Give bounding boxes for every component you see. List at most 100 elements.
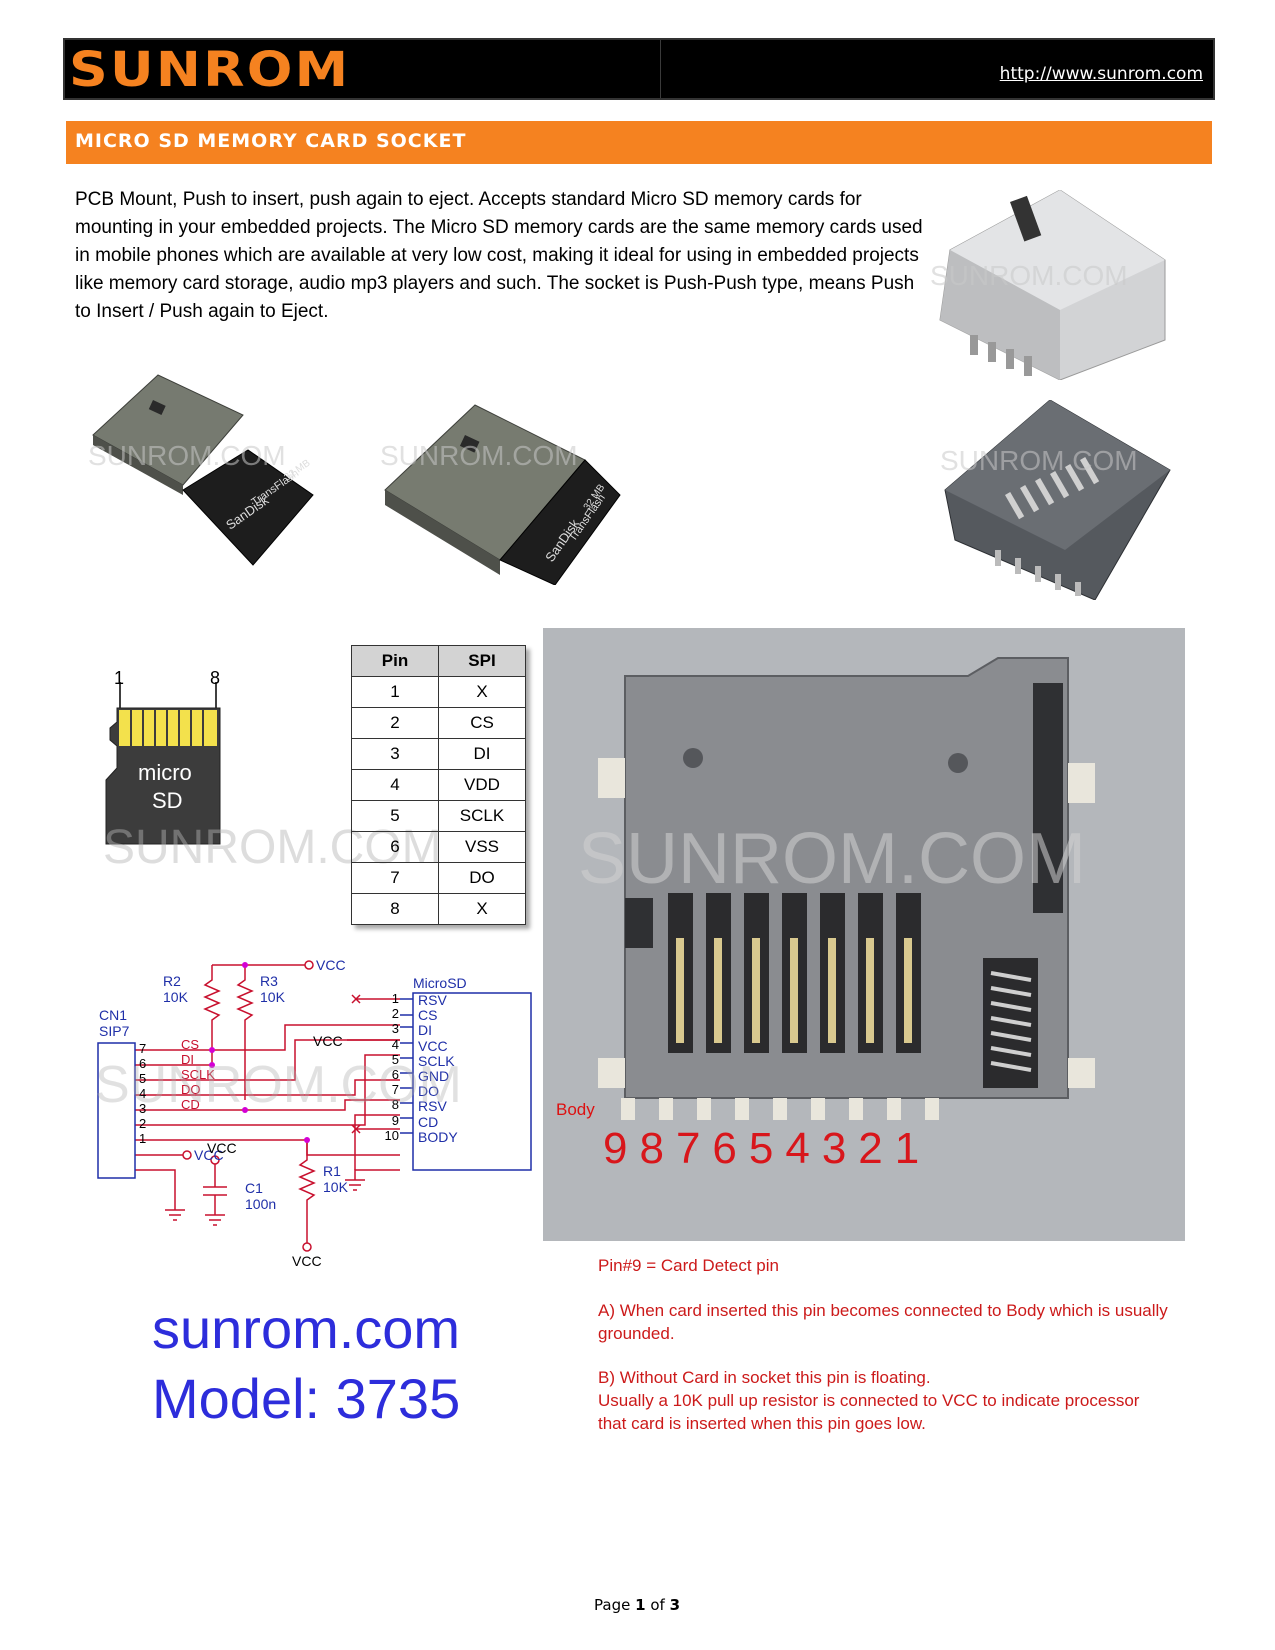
vcc-top-label: VCC bbox=[316, 957, 346, 973]
of-word: of bbox=[650, 1596, 665, 1614]
sd-pin: 5 bbox=[391, 1051, 399, 1067]
spi-cell: SCLK bbox=[438, 800, 526, 832]
sd-signal: RSV bbox=[418, 992, 447, 1008]
pin-cell: 6 bbox=[351, 831, 439, 863]
microsd-card-icon: 1 8 micro SD bbox=[100, 668, 240, 868]
socket-inserted-image bbox=[384, 404, 621, 586]
sd-pin-numbers: 1 2 3 4 5 6 7 8 9 10 bbox=[383, 991, 399, 1143]
r2-value: 10K bbox=[163, 989, 188, 1005]
vcc-cn-label: VCC bbox=[194, 1147, 224, 1163]
spi-cell: X bbox=[438, 893, 526, 925]
sip7-label: SIP7 bbox=[99, 1023, 130, 1039]
schematic: R2 10K R3 10K VCC CN1 SIP7 7 6 5 4 3 2 1… bbox=[95, 955, 535, 1270]
header-pin: Pin bbox=[351, 645, 439, 677]
header-spi: SPI bbox=[438, 645, 526, 677]
pin-cell: 5 bbox=[351, 800, 439, 832]
vcc-mid-label: VCC bbox=[313, 1033, 343, 1049]
c1-label: C1 bbox=[245, 1180, 263, 1196]
page-current: 1 bbox=[635, 1596, 646, 1614]
socket-with-card-photo: SUNROM.COM SanDisk TransFlash 32 MB bbox=[88, 370, 323, 570]
r3-label: R3 bbox=[260, 973, 278, 989]
cn-signal-names: CS DI SCLK DO CD bbox=[181, 1037, 215, 1112]
header-bar: SUNROM http://www.sunrom.com bbox=[63, 38, 1215, 100]
intro-paragraph: PCB Mount, Push to insert, push again to… bbox=[75, 189, 923, 322]
sd-signal: CD bbox=[418, 1113, 439, 1130]
sd-pin: 1 bbox=[391, 991, 399, 1006]
brand-model: Model: 3735 bbox=[152, 1367, 461, 1430]
sd-signal: DO bbox=[418, 1083, 439, 1100]
sd-pin: 6 bbox=[391, 1067, 399, 1083]
note-a: A) When card inserted this pin becomes c… bbox=[598, 1301, 1168, 1343]
socket-card-image bbox=[92, 374, 314, 566]
microsd-label-sd: SD bbox=[152, 788, 183, 813]
socket-photo-bottom-right: SUNROM.COM bbox=[935, 399, 1175, 601]
spi-cell: VDD bbox=[438, 769, 526, 801]
spi-cell: VSS bbox=[438, 831, 526, 863]
sd-signal: CS bbox=[418, 1007, 438, 1024]
cn1-label: CN1 bbox=[99, 1007, 128, 1023]
cn-signal: CS bbox=[181, 1037, 200, 1052]
socket-photo-top-right: SUNROM.COM bbox=[930, 189, 1175, 381]
pin-cell: 8 bbox=[351, 893, 439, 925]
page-word: Page bbox=[594, 1596, 631, 1614]
socket-card-inserted-photo: SUNROM.COM SanDisk TransFlash 32 MB bbox=[380, 400, 630, 586]
pin-cell: 2 bbox=[351, 707, 439, 739]
microsd-title: MicroSD bbox=[413, 975, 467, 991]
socket-pin-numbers: 987654321 bbox=[603, 1124, 932, 1173]
watermark: SUNROM.COM bbox=[930, 260, 1128, 291]
pin-cell: 3 bbox=[351, 738, 439, 770]
pin-cell: 1 bbox=[351, 676, 439, 708]
microsd-shape bbox=[105, 682, 221, 845]
pin-last-label: 8 bbox=[210, 668, 221, 688]
title-bar: MICRO SD MEMORY CARD SOCKET bbox=[66, 121, 1212, 164]
socket-pinout-photo: SUNROM.COM bbox=[543, 628, 1185, 1241]
cn-pin: 5 bbox=[139, 1071, 147, 1086]
page-number: Page 1 of 3 bbox=[594, 1596, 680, 1614]
cn-pin: 7 bbox=[139, 1041, 147, 1056]
sd-signal: SCLK bbox=[418, 1052, 455, 1069]
watermark: SUNROM.COM bbox=[940, 445, 1138, 476]
cn-signal: DO bbox=[181, 1082, 201, 1097]
sd-pin: 10 bbox=[384, 1127, 399, 1143]
r3-value: 10K bbox=[260, 989, 285, 1005]
note-b2: Usually a 10K pull up resistor is connec… bbox=[598, 1391, 1140, 1433]
microsd-label-micro: micro bbox=[138, 760, 192, 785]
r1-value: 10K bbox=[323, 1179, 348, 1195]
page-total: 3 bbox=[669, 1596, 681, 1614]
socket-top-image bbox=[939, 189, 1166, 381]
cn-signal: DI bbox=[181, 1052, 194, 1067]
website-link[interactable]: http://www.sunrom.com bbox=[999, 64, 1203, 84]
sd-signal: BODY bbox=[418, 1128, 458, 1145]
sd-signal: VCC bbox=[418, 1037, 448, 1054]
sunrom-logo: SUNROM bbox=[69, 42, 351, 98]
pin-cell: 4 bbox=[351, 769, 439, 801]
sd-pin: 9 bbox=[391, 1112, 399, 1128]
vcc-c1-label: VCC bbox=[207, 1140, 237, 1156]
cn-pin: 1 bbox=[139, 1131, 147, 1146]
r2-label: R2 bbox=[163, 973, 181, 989]
sd-pin: 3 bbox=[391, 1021, 399, 1037]
cn-pin: 6 bbox=[139, 1056, 147, 1071]
body-label: Body bbox=[556, 1100, 595, 1119]
sd-signal: GND bbox=[418, 1068, 450, 1085]
pin-first-label: 1 bbox=[114, 668, 125, 688]
note-b1: B) Without Card in socket this pin is fl… bbox=[598, 1368, 931, 1387]
watermark: SUNROM.COM bbox=[95, 1056, 462, 1114]
sd-pin: 4 bbox=[391, 1036, 399, 1052]
watermark: SUNROM.COM bbox=[380, 440, 578, 471]
cn-signal: SCLK bbox=[181, 1067, 215, 1082]
spi-cell: DI bbox=[438, 738, 526, 770]
spi-cell: CS bbox=[438, 707, 526, 739]
cn-pin: 2 bbox=[139, 1116, 147, 1131]
r1-label: R1 bbox=[323, 1163, 341, 1179]
page-title: MICRO SD MEMORY CARD SOCKET bbox=[75, 130, 467, 152]
c1-value: 100n bbox=[245, 1196, 277, 1212]
note-pin9: Pin#9 = Card Detect pin bbox=[598, 1256, 779, 1275]
cn-pin-numbers: 7 6 5 4 3 2 1 bbox=[139, 1041, 146, 1146]
pin-table-header: Pin SPI bbox=[351, 645, 526, 677]
